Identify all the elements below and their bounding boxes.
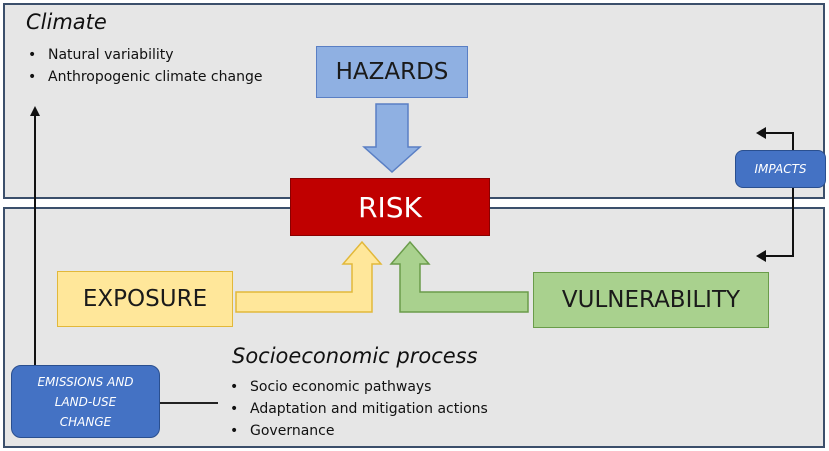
exposure-box: EXPOSURE (57, 271, 233, 327)
socioeconomic-bullet-list: Socio economic pathways Adaptation and m… (228, 376, 488, 442)
emissions-label-line: CHANGE (59, 414, 112, 429)
emissions-label-line: LAND-USE (54, 394, 117, 409)
socioeconomic-bullet: Socio economic pathways (228, 376, 488, 398)
vulnerability-box: VULNERABILITY (533, 272, 769, 328)
hazards-box: HAZARDS (316, 46, 468, 98)
climate-bullet: Natural variability (26, 44, 262, 66)
risk-box: RISK (290, 178, 490, 236)
socioeconomic-bullet: Adaptation and mitigation actions (228, 398, 488, 420)
socioeconomic-bullet: Governance (228, 420, 488, 442)
climate-title: Climate (26, 10, 107, 34)
emissions-label-line: EMISSIONS AND (37, 374, 134, 389)
climate-panel (3, 3, 825, 199)
climate-bullet-list: Natural variability Anthropogenic climat… (26, 44, 262, 88)
emissions-box: EMISSIONS AND LAND-USE CHANGE (11, 365, 160, 438)
climate-bullet: Anthropogenic climate change (26, 66, 262, 88)
impacts-box: IMPACTS (735, 150, 826, 188)
socioeconomic-title: Socioeconomic process (232, 344, 478, 368)
